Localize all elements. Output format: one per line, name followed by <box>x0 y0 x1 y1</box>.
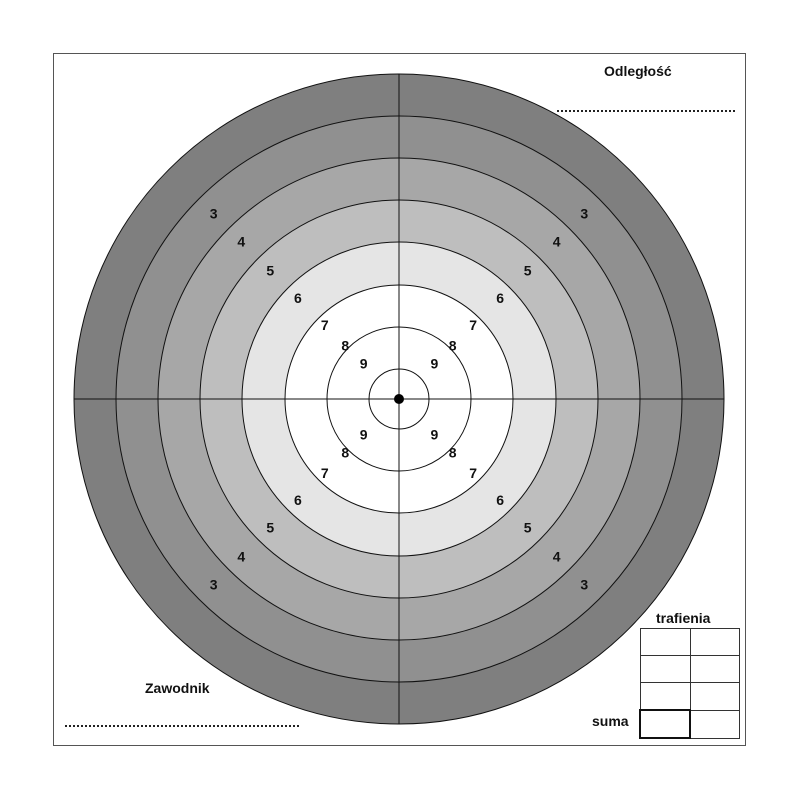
ring-label-3-1: 3 <box>580 206 588 222</box>
ring-label-6-3: 6 <box>496 492 504 508</box>
ring-label-7-2: 7 <box>321 465 329 481</box>
hits-label: trafienia <box>656 610 711 626</box>
ring-label-4-0: 4 <box>237 233 245 249</box>
ring-label-7-1: 7 <box>469 317 477 333</box>
ring-label-5-2: 5 <box>266 520 274 536</box>
score-table <box>639 628 740 739</box>
competitor-field[interactable] <box>65 725 299 727</box>
ring-label-3-3: 3 <box>580 576 588 592</box>
sum-cell[interactable] <box>639 709 691 739</box>
ring-label-6-1: 6 <box>496 290 504 306</box>
ring-label-6-2: 6 <box>294 492 302 508</box>
ring-label-7-0: 7 <box>321 317 329 333</box>
hit-cell[interactable] <box>689 709 740 739</box>
hit-cell[interactable] <box>689 682 740 711</box>
ring-label-7-3: 7 <box>469 465 477 481</box>
hit-cell[interactable] <box>689 655 740 683</box>
center-dot <box>394 394 404 404</box>
ring-label-5-3: 5 <box>524 520 532 536</box>
sum-label: suma <box>592 713 629 729</box>
ring-label-8-0: 8 <box>341 337 349 353</box>
ring-label-9-0: 9 <box>360 356 368 372</box>
ring-label-5-1: 5 <box>524 262 532 278</box>
score-row <box>639 628 740 656</box>
ring-label-3-0: 3 <box>210 206 218 222</box>
hit-cell[interactable] <box>689 628 740 656</box>
score-row <box>639 682 740 711</box>
ring-label-5-0: 5 <box>266 262 274 278</box>
ring-label-9-2: 9 <box>360 426 368 442</box>
ring-label-4-3: 4 <box>553 549 561 565</box>
ring-label-4-1: 4 <box>553 233 561 249</box>
ring-label-4-2: 4 <box>237 549 245 565</box>
competitor-label: Zawodnik <box>145 680 210 696</box>
ring-label-9-1: 9 <box>431 356 439 372</box>
hit-cell[interactable] <box>639 682 691 711</box>
ring-label-9-3: 9 <box>431 426 439 442</box>
score-row <box>639 655 740 683</box>
ring-label-8-2: 8 <box>341 445 349 461</box>
ring-label-8-3: 8 <box>449 445 457 461</box>
ring-label-8-1: 8 <box>449 337 457 353</box>
score-row <box>639 709 740 739</box>
distance-field[interactable] <box>557 110 735 112</box>
ring-label-3-2: 3 <box>210 576 218 592</box>
hit-cell[interactable] <box>639 655 691 683</box>
distance-label: Odległość <box>604 63 672 79</box>
ring-label-6-0: 6 <box>294 290 302 306</box>
hit-cell[interactable] <box>639 628 691 656</box>
